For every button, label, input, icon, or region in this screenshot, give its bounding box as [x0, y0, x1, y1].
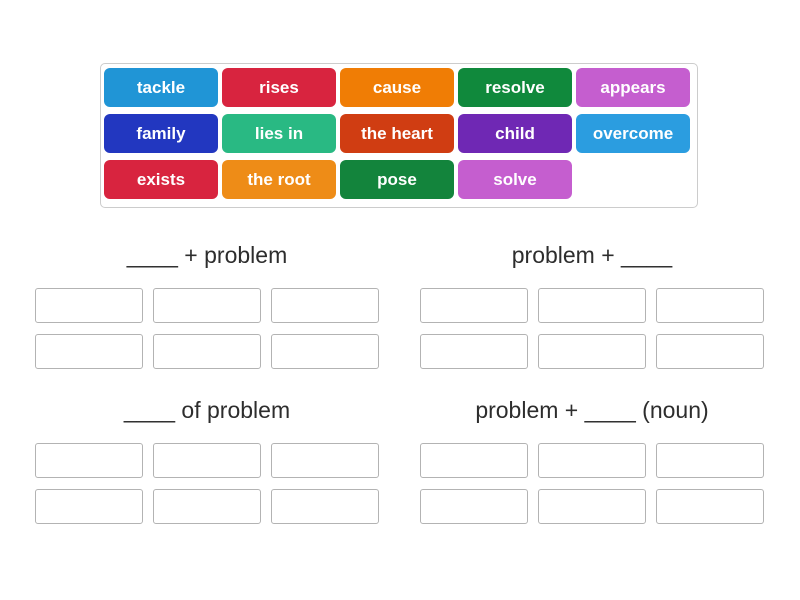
bank-tile-cause[interactable]: cause: [340, 68, 454, 107]
bank-tile-the-root[interactable]: the root: [222, 160, 336, 199]
group-header: problem + ____: [511, 242, 673, 268]
bank-tile-appears[interactable]: appears: [576, 68, 690, 107]
bank-tile-the-heart[interactable]: the heart: [340, 114, 454, 153]
drop-slot[interactable]: [35, 489, 143, 524]
slot-grid: [35, 288, 379, 369]
drop-slot[interactable]: [420, 489, 528, 524]
bank-tile-pose[interactable]: pose: [340, 160, 454, 199]
group-problem-plus-fill-noun: problem + ____ (noun): [420, 395, 764, 524]
drop-slot[interactable]: [420, 334, 528, 369]
drop-slot[interactable]: [35, 334, 143, 369]
group-problem-plus-fill: problem + ____: [420, 240, 764, 369]
bank-tile-exists[interactable]: exists: [104, 160, 218, 199]
drop-slot[interactable]: [153, 334, 261, 369]
drop-slot[interactable]: [538, 288, 646, 323]
bank-tile-rises[interactable]: rises: [222, 68, 336, 107]
drop-slot[interactable]: [538, 443, 646, 478]
drop-slot[interactable]: [153, 443, 261, 478]
bank-tile-overcome[interactable]: overcome: [576, 114, 690, 153]
drop-slot[interactable]: [35, 443, 143, 478]
bank-tile-solve[interactable]: solve: [458, 160, 572, 199]
group-header: problem + ____ (noun): [475, 397, 709, 423]
drop-slot[interactable]: [656, 334, 764, 369]
drop-slot[interactable]: [271, 489, 379, 524]
group-header: ____ + problem: [126, 242, 288, 268]
group-fill-of-problem: ____ of problem: [35, 395, 379, 524]
drop-slot[interactable]: [656, 288, 764, 323]
drop-slot[interactable]: [153, 489, 261, 524]
bank-tile-resolve[interactable]: resolve: [458, 68, 572, 107]
drop-slot[interactable]: [35, 288, 143, 323]
bank-tile-family[interactable]: family: [104, 114, 218, 153]
bank-tile-tackle[interactable]: tackle: [104, 68, 218, 107]
drop-slot[interactable]: [420, 443, 528, 478]
drop-slot[interactable]: [271, 288, 379, 323]
drop-slot[interactable]: [656, 489, 764, 524]
bank-tile-child[interactable]: child: [458, 114, 572, 153]
drop-slot[interactable]: [538, 334, 646, 369]
drop-slot[interactable]: [656, 443, 764, 478]
drop-slot[interactable]: [420, 288, 528, 323]
slot-grid: [35, 443, 379, 524]
slot-grid: [420, 288, 764, 369]
drop-slot[interactable]: [538, 489, 646, 524]
group-fill-plus-problem: ____ + problem: [35, 240, 379, 369]
group-header: ____ of problem: [123, 397, 291, 423]
slot-grid: [420, 443, 764, 524]
drop-slot[interactable]: [153, 288, 261, 323]
drop-slot[interactable]: [271, 334, 379, 369]
bank-tile-lies-in[interactable]: lies in: [222, 114, 336, 153]
drop-slot[interactable]: [271, 443, 379, 478]
